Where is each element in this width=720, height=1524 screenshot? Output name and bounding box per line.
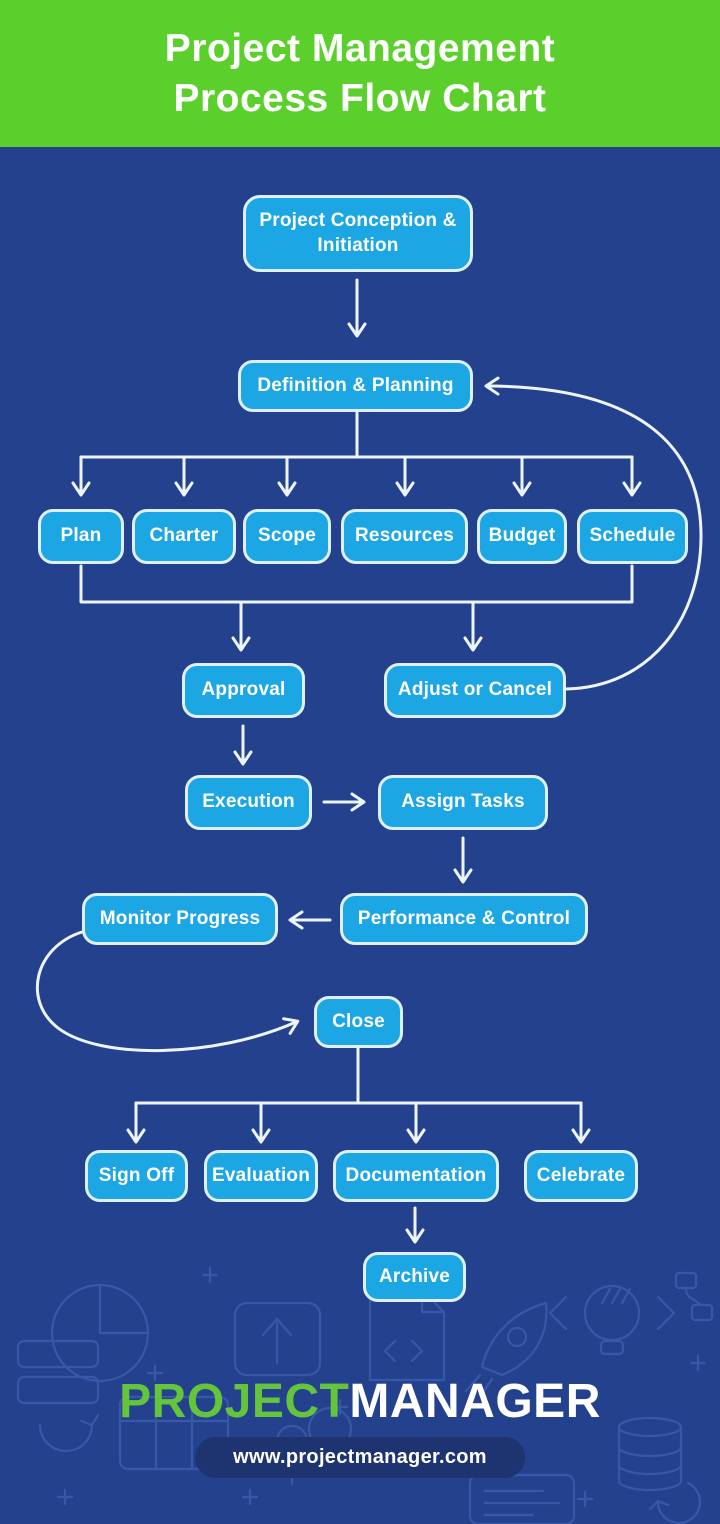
node-charter: Charter [132, 509, 236, 564]
node-definition-planning: Definition & Planning [238, 360, 473, 412]
header-banner: Project Management Process Flow Chart [0, 0, 720, 147]
node-schedule: Schedule [577, 509, 688, 564]
line-merge-bracket [79, 564, 634, 604]
background-doodles [16, 1266, 714, 1524]
node-plan: Plan [38, 509, 124, 564]
node-celebrate: Celebrate [524, 1150, 638, 1202]
node-archive: Archive [363, 1252, 466, 1302]
brand-logo: PROJECTMANAGER [0, 1374, 720, 1429]
page-title-line1: Project Management [164, 26, 556, 70]
node-approval: Approval [182, 663, 305, 718]
arrow-monitor-to-close-loop [35, 930, 300, 1053]
website-url-pill[interactable]: www.projectmanager.com [195, 1437, 525, 1478]
brand-logo-manager: MANAGER [349, 1375, 601, 1428]
node-project-conception: Project Conception & Initiation [243, 195, 473, 272]
node-monitor-progress: Monitor Progress [82, 893, 278, 945]
node-sign-off: Sign Off [85, 1150, 188, 1202]
brand-logo-project: PROJECT [119, 1375, 350, 1428]
node-execution: Execution [185, 775, 312, 830]
node-performance-control: Performance & Control [340, 893, 588, 945]
website-url-text: www.projectmanager.com [233, 1446, 487, 1468]
node-assign-tasks: Assign Tasks [378, 775, 548, 830]
node-budget: Budget [477, 509, 567, 564]
node-close: Close [314, 996, 403, 1048]
node-resources: Resources [341, 509, 468, 564]
node-evaluation: Evaluation [204, 1150, 318, 1202]
node-scope: Scope [243, 509, 331, 564]
node-documentation: Documentation [333, 1150, 499, 1202]
node-adjust-or-cancel: Adjust or Cancel [384, 663, 566, 718]
page-title-line2: Process Flow Chart [173, 76, 547, 120]
